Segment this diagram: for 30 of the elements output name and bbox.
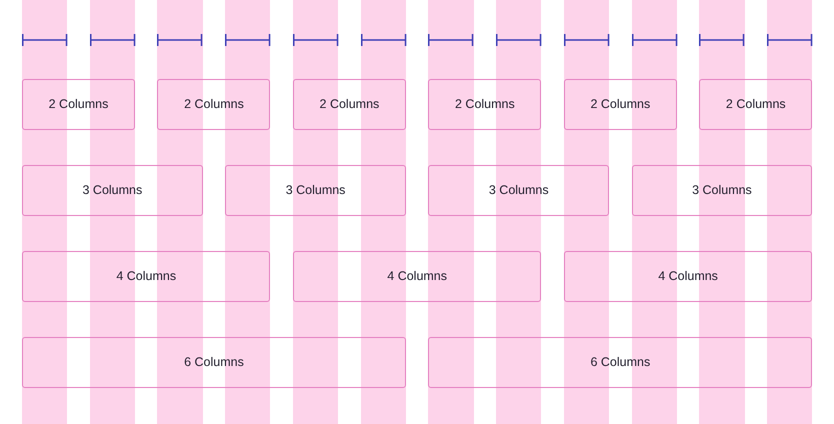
- column-span-frame: [632, 165, 812, 216]
- column-span-frame: [428, 165, 610, 216]
- column-span-frame: [428, 79, 542, 130]
- column-span-frame: [22, 251, 270, 302]
- column-span-frame: [564, 251, 812, 302]
- column-span-frame: [22, 337, 406, 388]
- span-label: 4 Columns: [658, 269, 718, 284]
- span-label: 2 Columns: [48, 97, 108, 112]
- column-span-frame: [22, 165, 203, 216]
- span-label: 6 Columns: [184, 355, 244, 370]
- column-span-frame: [157, 79, 270, 130]
- column-span-frame: [292, 79, 406, 130]
- span-label: 2 Columns: [320, 97, 380, 112]
- column-span-frame: [564, 79, 677, 130]
- column-span-frame: [292, 251, 542, 302]
- span-label: 3 Columns: [488, 183, 549, 198]
- span-label: 2 Columns: [184, 97, 244, 112]
- column-span-frame: [22, 79, 136, 130]
- span-label: 3 Columns: [692, 183, 752, 198]
- span-label: 3 Columns: [82, 183, 142, 198]
- column-span-frame: [428, 337, 812, 388]
- span-label: 4 Columns: [387, 269, 448, 284]
- span-label: 4 Columns: [116, 269, 176, 284]
- span-label: 2 Columns: [726, 97, 786, 112]
- span-label: 2 Columns: [455, 97, 515, 112]
- column-span-frame: [699, 79, 812, 130]
- column-span-frame: [225, 165, 406, 216]
- span-label: 2 Columns: [590, 97, 650, 112]
- span-label: 6 Columns: [590, 355, 650, 370]
- span-label: 3 Columns: [286, 183, 346, 198]
